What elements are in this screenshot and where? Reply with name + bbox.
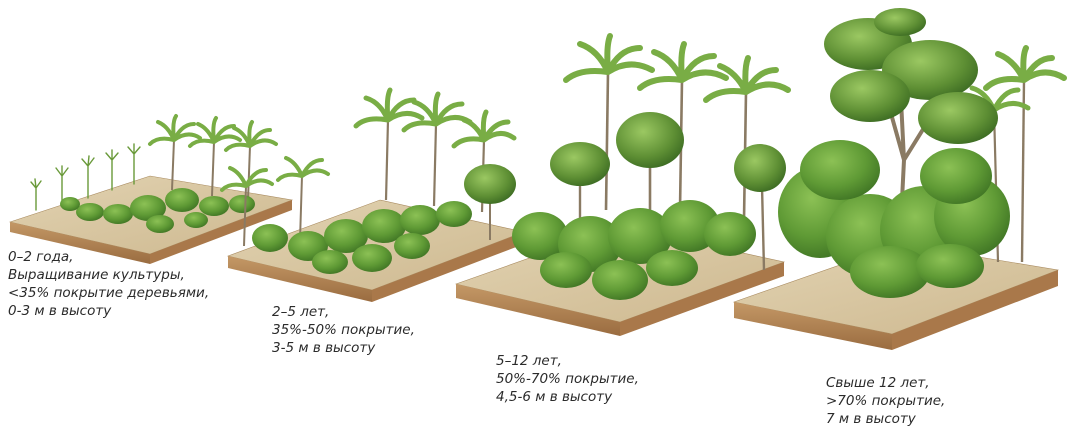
- stage-caption-2-5-years: 2–5 лет, 35%-50% покрытие, 3-5 м в высот…: [272, 303, 415, 357]
- stage-caption-0-2-years: 0–2 года, Выращивание культуры, <35% пок…: [8, 248, 209, 320]
- stage-detail: 50%-70% покрытие,: [496, 370, 639, 388]
- stage-detail: <35% покрытие деревьями,: [8, 284, 209, 302]
- stage-detail: 4,5-6 м в высоту: [496, 388, 639, 406]
- stage-detail: 0-3 м в высоту: [8, 302, 209, 320]
- stage-caption-5-12-years: 5–12 лет, 50%-70% покрытие, 4,5-6 м в вы…: [496, 352, 639, 406]
- stage-detail: >70% покрытие,: [826, 392, 945, 410]
- stage-detail: 7 м в высоту: [826, 410, 945, 428]
- stage-detail: 35%-50% покрытие,: [272, 321, 415, 339]
- stage-age: 5–12 лет,: [496, 352, 639, 370]
- young-plot-illustration: [10, 116, 292, 264]
- mature-forest-plot-illustration: [734, 8, 1064, 350]
- stage-age: 0–2 года,: [8, 248, 209, 266]
- stage-age: 2–5 лет,: [272, 303, 415, 321]
- stage-age: Свыше 12 лет,: [826, 374, 945, 392]
- stage-detail: Выращивание культуры,: [8, 266, 209, 284]
- stage-caption-over-12-years: Свыше 12 лет, >70% покрытие, 7 м в высот…: [826, 374, 945, 428]
- stage-detail: 3-5 м в высоту: [272, 339, 415, 357]
